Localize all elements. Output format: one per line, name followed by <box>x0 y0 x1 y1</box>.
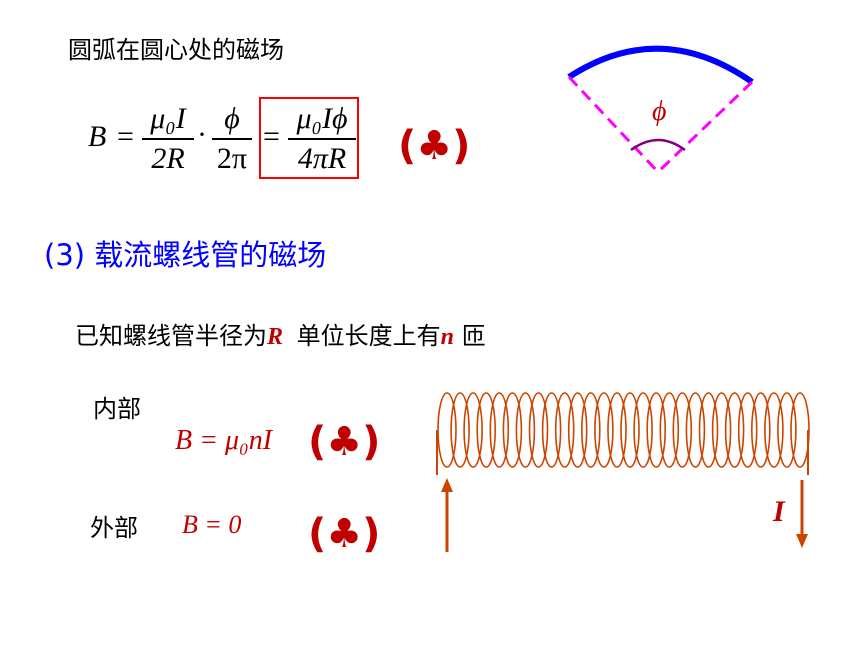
arrow-head-down <box>796 534 808 548</box>
frac1-denominator: 2R <box>151 141 185 175</box>
eq-equals-2: = <box>263 120 280 153</box>
fraction-result: μ₀Iϕ 4πR <box>288 102 356 176</box>
coil-loop <box>463 392 483 468</box>
frac1-bar <box>142 138 194 140</box>
given-mid: 单位长度上有 <box>296 322 441 350</box>
arc-diagram <box>567 45 754 174</box>
coil-loop <box>541 392 562 468</box>
coil-loop <box>646 392 666 468</box>
frac3-bar <box>288 138 356 140</box>
frac3-numerator: μ₀Iϕ <box>296 102 348 135</box>
eq-dot: · <box>197 118 207 151</box>
coil-loop <box>777 392 797 468</box>
radius-right <box>656 80 754 174</box>
result-box <box>259 97 359 179</box>
angle-label: ϕ <box>652 96 667 127</box>
fraction-mu0I-over-2R: μ₀I 2R <box>142 102 194 176</box>
coil-loop <box>672 392 693 468</box>
coil-loop <box>476 392 497 468</box>
frac2-bar <box>212 138 252 140</box>
frac2-numerator: ϕ <box>224 102 240 135</box>
club-mark-inside: (♣) <box>308 419 381 465</box>
section-heading: (3) 载流螺线管的磁场 <box>44 238 327 272</box>
coil-loop <box>554 392 575 468</box>
frac2-denominator: 2π <box>216 141 248 175</box>
frac3-denominator: 4πR <box>297 141 347 175</box>
coil-loop <box>764 392 784 468</box>
arc-title: 圆弧在圆心处的磁场 <box>68 36 284 64</box>
given-suffix: 匝 <box>461 322 486 350</box>
coil-loop <box>620 392 640 468</box>
eq-B: B <box>88 120 107 153</box>
coil-loop <box>659 392 680 468</box>
radius-left <box>567 75 660 174</box>
inside-label: 内部 <box>93 395 141 423</box>
outside-label: 外部 <box>90 514 138 542</box>
current-arc <box>567 45 754 85</box>
fraction-phi-over-2pi: ϕ 2π <box>212 102 252 176</box>
coil-loop <box>633 392 653 468</box>
coil-loop <box>685 392 706 468</box>
coil-loop <box>594 392 614 468</box>
given-line: 已知螺线管半径为R 单位长度上有n 匝 <box>75 316 486 351</box>
coil-loop <box>750 392 771 468</box>
frac1-numerator: μ₀I <box>150 102 186 135</box>
angle-arc <box>630 138 686 152</box>
coil-loop <box>790 392 810 468</box>
coil-loop <box>515 392 536 468</box>
coil-loops <box>437 392 810 468</box>
given-prefix: 已知螺线管半径为 <box>75 322 267 350</box>
coil-loop <box>581 392 601 468</box>
solenoid-coil <box>436 392 810 552</box>
given-n: n <box>440 324 455 350</box>
inside-formula: B = μ₀nI <box>175 425 273 456</box>
coil-loop <box>528 392 549 468</box>
arrow-head-up <box>441 478 453 492</box>
coil-loop <box>737 392 758 468</box>
coil-loop <box>567 392 588 468</box>
coil-loop <box>724 392 745 468</box>
coil-loop <box>698 392 719 468</box>
club-mark-outside: (♣) <box>308 511 381 557</box>
current-label: I <box>773 495 785 528</box>
outside-formula: B = 0 <box>182 510 242 539</box>
club-mark-arc: (♣) <box>398 123 471 169</box>
coil-loop <box>450 392 470 468</box>
coil-loop <box>502 392 523 468</box>
eq-equals: = <box>117 120 134 153</box>
given-R: R <box>267 324 284 350</box>
coil-loop <box>711 392 732 468</box>
coil-loop <box>607 392 627 468</box>
coil-loop <box>489 392 510 468</box>
